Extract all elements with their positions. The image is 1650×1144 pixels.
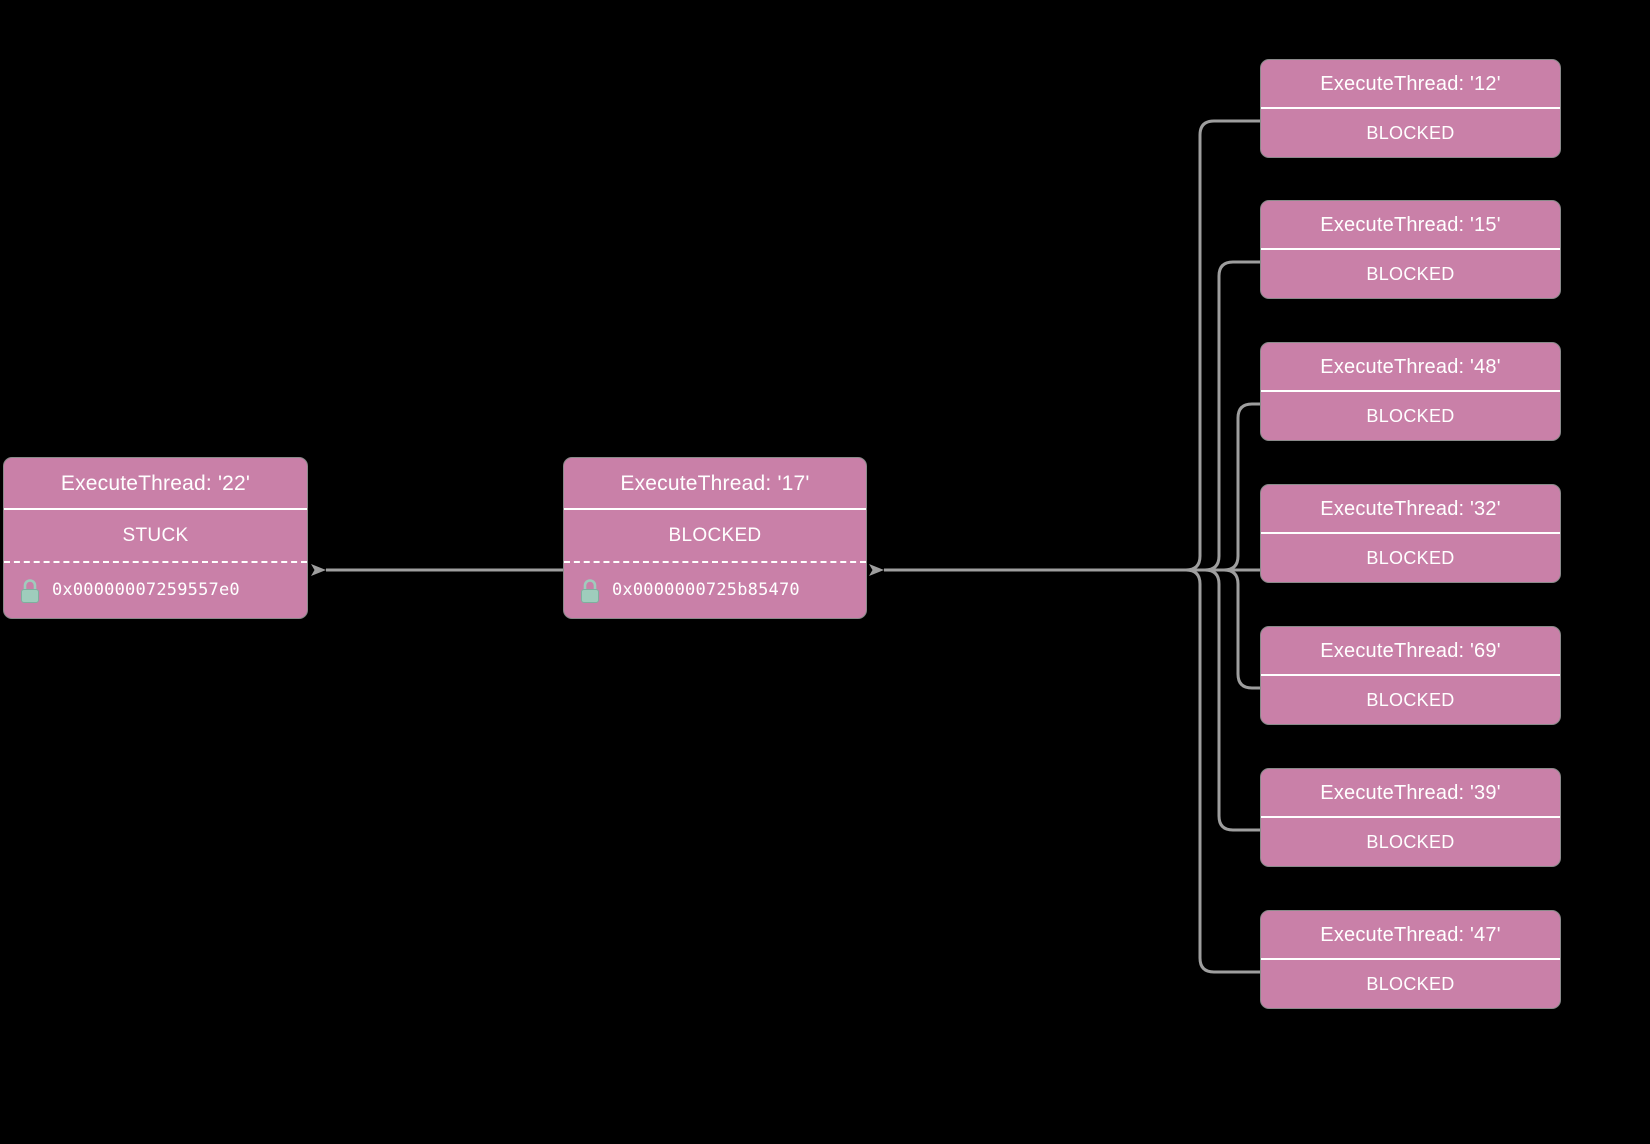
lock-row: 0x00000007259557e0 bbox=[4, 563, 307, 618]
thread-title: ExecuteThread: '69' bbox=[1320, 640, 1501, 662]
lock-icon bbox=[21, 578, 39, 603]
state-divider bbox=[4, 561, 307, 563]
thread-node-leaf[interactable]: ExecuteThread: '39' BLOCKED bbox=[1260, 768, 1561, 867]
thread-title: ExecuteThread: '48' bbox=[1320, 356, 1501, 378]
title-divider bbox=[1261, 532, 1560, 534]
title-divider bbox=[1261, 248, 1560, 250]
thread-state: BLOCKED bbox=[1366, 548, 1455, 568]
state-divider bbox=[564, 561, 866, 563]
thread-state: BLOCKED bbox=[1366, 264, 1455, 284]
title-divider bbox=[1261, 816, 1560, 818]
thread-state: BLOCKED bbox=[1366, 832, 1455, 852]
edge-15-to-trunk bbox=[1199, 260, 1260, 572]
title-divider bbox=[1261, 674, 1560, 676]
thread-title: ExecuteThread: '32' bbox=[1320, 498, 1501, 520]
thread-title: ExecuteThread: '17' bbox=[620, 472, 810, 495]
thread-node-leaf[interactable]: ExecuteThread: '32' BLOCKED bbox=[1260, 484, 1561, 583]
thread-state: BLOCKED bbox=[1366, 974, 1455, 994]
title-divider bbox=[1261, 390, 1560, 392]
lock-address: 0x00000007259557e0 bbox=[52, 580, 240, 600]
edge-48-to-trunk bbox=[1218, 402, 1260, 572]
thread-node-leaf[interactable]: ExecuteThread: '48' BLOCKED bbox=[1260, 342, 1561, 441]
thread-state: BLOCKED bbox=[1366, 123, 1455, 143]
edge-39-to-trunk bbox=[1199, 568, 1260, 832]
title-divider bbox=[4, 508, 307, 510]
thread-title: ExecuteThread: '12' bbox=[1320, 73, 1501, 95]
thread-title: ExecuteThread: '15' bbox=[1320, 214, 1501, 236]
lock-icon bbox=[581, 578, 599, 603]
thread-title: ExecuteThread: '22' bbox=[60, 472, 251, 495]
thread-state: BLOCKED bbox=[1366, 406, 1455, 426]
thread-state: STUCK bbox=[122, 525, 189, 546]
edge-69-to-trunk bbox=[1218, 568, 1260, 690]
lock-address: 0x0000000725b85470 bbox=[612, 580, 800, 600]
thread-state: BLOCKED bbox=[1366, 690, 1455, 710]
thread-node-middle[interactable]: ExecuteThread: '17' BLOCKED 0x0000000725… bbox=[563, 457, 867, 619]
thread-node-leaf[interactable]: ExecuteThread: '12' BLOCKED bbox=[1260, 59, 1561, 158]
thread-node-root[interactable]: ExecuteThread: '22' STUCK 0x000000072595… bbox=[3, 457, 308, 619]
edge-12-to-trunk bbox=[1180, 119, 1260, 572]
thread-state: BLOCKED bbox=[668, 525, 762, 546]
title-divider bbox=[1261, 107, 1560, 109]
thread-title: ExecuteThread: '39' bbox=[1320, 782, 1501, 804]
edge-47-to-trunk bbox=[1180, 568, 1260, 974]
thread-title: ExecuteThread: '47' bbox=[1320, 924, 1501, 946]
thread-node-leaf[interactable]: ExecuteThread: '47' BLOCKED bbox=[1260, 910, 1561, 1009]
title-divider bbox=[1261, 958, 1560, 960]
title-divider bbox=[564, 508, 866, 510]
thread-node-leaf[interactable]: ExecuteThread: '15' BLOCKED bbox=[1260, 200, 1561, 299]
lock-row: 0x0000000725b85470 bbox=[564, 563, 866, 618]
thread-node-leaf[interactable]: ExecuteThread: '69' BLOCKED bbox=[1260, 626, 1561, 725]
